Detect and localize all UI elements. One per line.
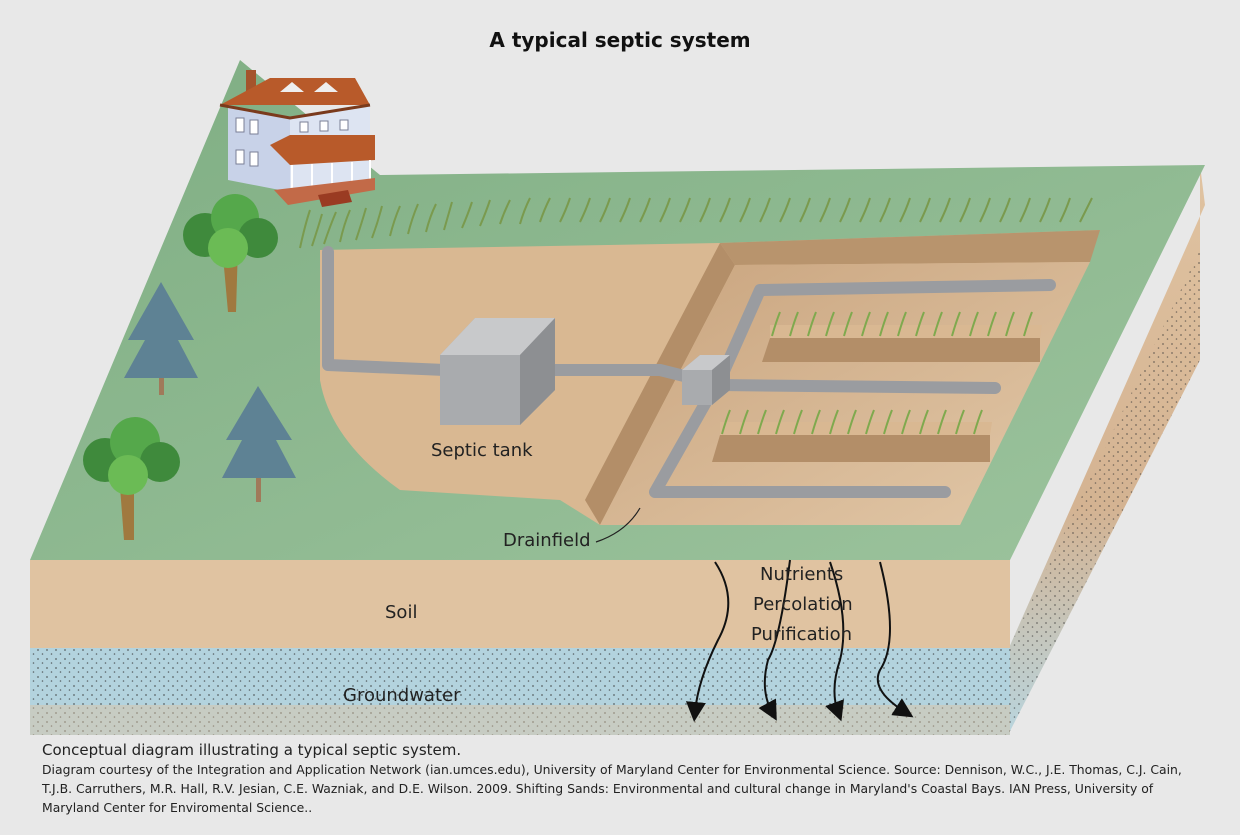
nutrients-label: Nutrients — [760, 564, 844, 585]
groundwater-label: Groundwater — [343, 685, 461, 706]
arrow-4 — [876, 561, 914, 718]
house-inlet-pipe — [322, 246, 451, 376]
tree-conifer-1 — [124, 282, 198, 395]
grass-row-top — [299, 197, 1093, 249]
trench-grass — [721, 311, 1033, 435]
soil-layer — [30, 560, 1010, 660]
caption-credit: Diagram courtesy of the Integration and … — [42, 762, 1182, 815]
septic-tank — [440, 318, 555, 425]
soil-label: Soil — [385, 602, 418, 623]
drain-line-middle — [714, 379, 1001, 394]
tree-conifer-2 — [222, 386, 296, 502]
house — [219, 70, 375, 207]
pipes — [322, 246, 1056, 498]
drainfield-leader-line — [595, 507, 641, 543]
tree-deciduous-2 — [83, 417, 180, 540]
drainfield-label: Drainfield — [503, 530, 591, 551]
distribution-box — [682, 355, 730, 405]
caption: Conceptual diagram illustrating a typica… — [42, 740, 1212, 817]
arrow-1 — [685, 561, 730, 722]
groundwater-texture — [30, 648, 1010, 735]
drainfield-trenches — [712, 325, 1042, 462]
purification-label: Purification — [751, 624, 853, 645]
tree-deciduous-1 — [183, 194, 278, 312]
block-right-side — [1008, 165, 1205, 735]
percolation-label: Percolation — [753, 594, 853, 615]
percolation-arrows — [685, 559, 914, 722]
arrow-2 — [758, 559, 791, 721]
caption-main: Conceptual diagram illustrating a typica… — [42, 741, 462, 759]
drain-line-bottom — [649, 389, 951, 498]
diagram-title: A typical septic system — [489, 28, 751, 52]
arrow-3 — [825, 561, 845, 722]
deep-soil-band — [30, 705, 1010, 735]
drain-line-top — [714, 279, 1056, 386]
septic-tank-label: Septic tank — [431, 440, 533, 461]
